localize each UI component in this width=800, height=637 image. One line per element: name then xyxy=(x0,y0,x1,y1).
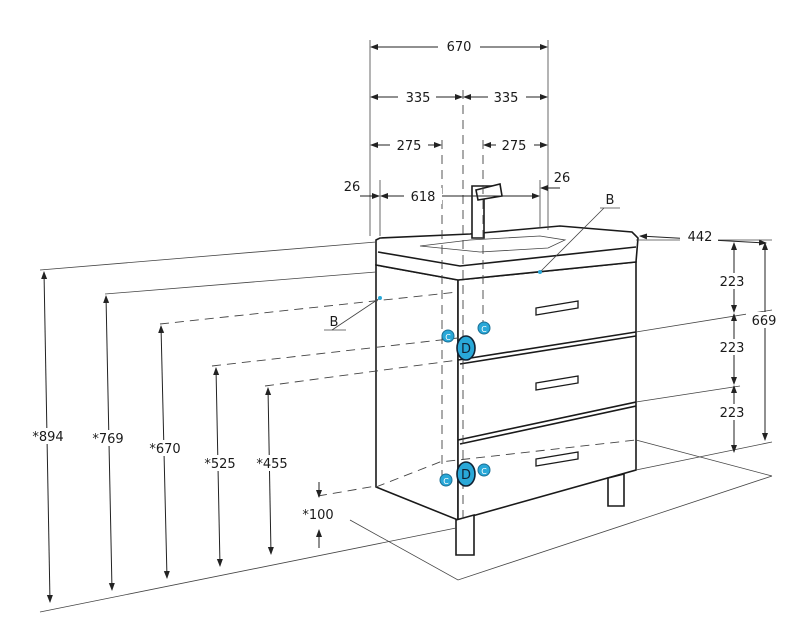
point-b-top-label: B xyxy=(606,193,615,208)
floor-outline-left xyxy=(349,475,773,581)
dim-bg-894 xyxy=(28,428,68,444)
marker-d-lower xyxy=(456,461,476,487)
marker-c-lower-left xyxy=(439,473,453,487)
dim-335-right: 335 xyxy=(494,91,519,106)
drawer-handle-bottom xyxy=(535,451,579,467)
dim-bg-442 xyxy=(680,228,718,244)
ref-line-455 xyxy=(264,359,459,387)
marker-d-upper-label: D xyxy=(461,342,471,357)
dim-455: *455 xyxy=(256,457,287,472)
dim-bg-670h xyxy=(143,440,183,456)
dim-bg-223a xyxy=(715,273,749,289)
leader-b-left xyxy=(331,297,381,331)
marker-c-upper-left-label: C xyxy=(445,333,451,342)
ref-line-525 xyxy=(211,337,459,367)
dim-26-right: 26 xyxy=(554,171,571,186)
dim-670-height: *670 xyxy=(149,442,180,457)
dim-bg-670 xyxy=(438,38,480,54)
point-b-left-dot xyxy=(378,296,382,300)
point-b-callouts: B B xyxy=(324,193,620,331)
basin-bowl xyxy=(419,235,567,253)
dim-335-left: 335 xyxy=(406,91,431,106)
point-b-left-label: B xyxy=(330,315,339,330)
drawer-divider-2 xyxy=(457,401,637,441)
dim-bg-223c xyxy=(715,404,749,420)
dim-223-drawer-2: 223 xyxy=(720,341,745,356)
dim-bg-275a xyxy=(390,137,428,153)
dim-100: *100 xyxy=(302,508,333,523)
dim-bg-275b xyxy=(496,137,534,153)
dim-bg-335b xyxy=(488,89,526,105)
basin-rim xyxy=(377,246,637,267)
dim-bg-525 xyxy=(200,455,240,471)
depth-ext-2 xyxy=(635,385,741,403)
marker-group-lower: C C D xyxy=(439,461,491,487)
marker-c-lower-left-label: C xyxy=(443,477,449,486)
leg-front-left xyxy=(455,513,475,556)
ref-line-100 xyxy=(317,485,377,497)
dim-bg-618 xyxy=(404,188,442,204)
marker-c-upper-left xyxy=(441,329,455,343)
dim-275-left: 275 xyxy=(397,139,422,154)
marker-c-lower-right xyxy=(477,463,491,477)
dim-618: 618 xyxy=(411,190,436,205)
cabinet xyxy=(375,261,637,556)
right-dimensions: 223 223 223 669 xyxy=(715,242,782,453)
floor-outline-back xyxy=(635,439,773,477)
point-b-top-dot xyxy=(538,270,542,274)
reference-lines xyxy=(39,239,773,613)
dim-bg-223b xyxy=(715,339,749,355)
drawer-divider-2b xyxy=(459,405,637,445)
marker-group-upper: C C D xyxy=(441,321,491,361)
dim-bg-335a xyxy=(398,89,436,105)
marker-c-upper-right xyxy=(477,321,491,335)
dim-26-left: 26 xyxy=(344,180,361,195)
dim-bg-455 xyxy=(252,455,292,471)
wall-line-top xyxy=(39,241,377,271)
ref-line-670 xyxy=(159,291,459,325)
dim-442: 442 xyxy=(688,230,713,245)
dim-670: 670 xyxy=(447,40,472,55)
floor-line-front xyxy=(39,527,457,613)
marker-d-upper xyxy=(456,335,476,361)
dim-769: *769 xyxy=(92,432,123,447)
dim-bg-669 xyxy=(746,312,782,328)
dim-525: *525 xyxy=(204,457,235,472)
drawer-divider-1 xyxy=(457,331,637,361)
marker-c-upper-right-label: C xyxy=(481,325,487,334)
floor-dash-1 xyxy=(375,439,637,488)
depth-dimension: 442 xyxy=(639,228,767,246)
drawer-handle-middle xyxy=(535,375,579,391)
depth-ext-3 xyxy=(635,441,773,471)
left-dimensions: *894 *769 *670 *525 *455 *100 xyxy=(28,271,334,603)
dim-bg-769 xyxy=(88,430,128,446)
ref-line-769 xyxy=(104,271,377,295)
drawer-handle-top xyxy=(535,300,579,316)
dim-223-drawer-3: 223 xyxy=(720,406,745,421)
top-dimensions: 670 335 335 275 275 26 618 26 xyxy=(344,38,571,205)
marker-d-lower-label: D xyxy=(461,468,471,483)
drawer-divider-1b xyxy=(459,335,637,365)
dim-894: *894 xyxy=(32,430,63,445)
dim-275-right: 275 xyxy=(502,139,527,154)
leader-b-top xyxy=(539,207,605,273)
dim-669: 669 xyxy=(752,314,777,329)
marker-c-lower-right-label: C xyxy=(481,467,487,476)
leg-front-right xyxy=(607,472,625,507)
dim-223-drawer-1: 223 xyxy=(720,275,745,290)
